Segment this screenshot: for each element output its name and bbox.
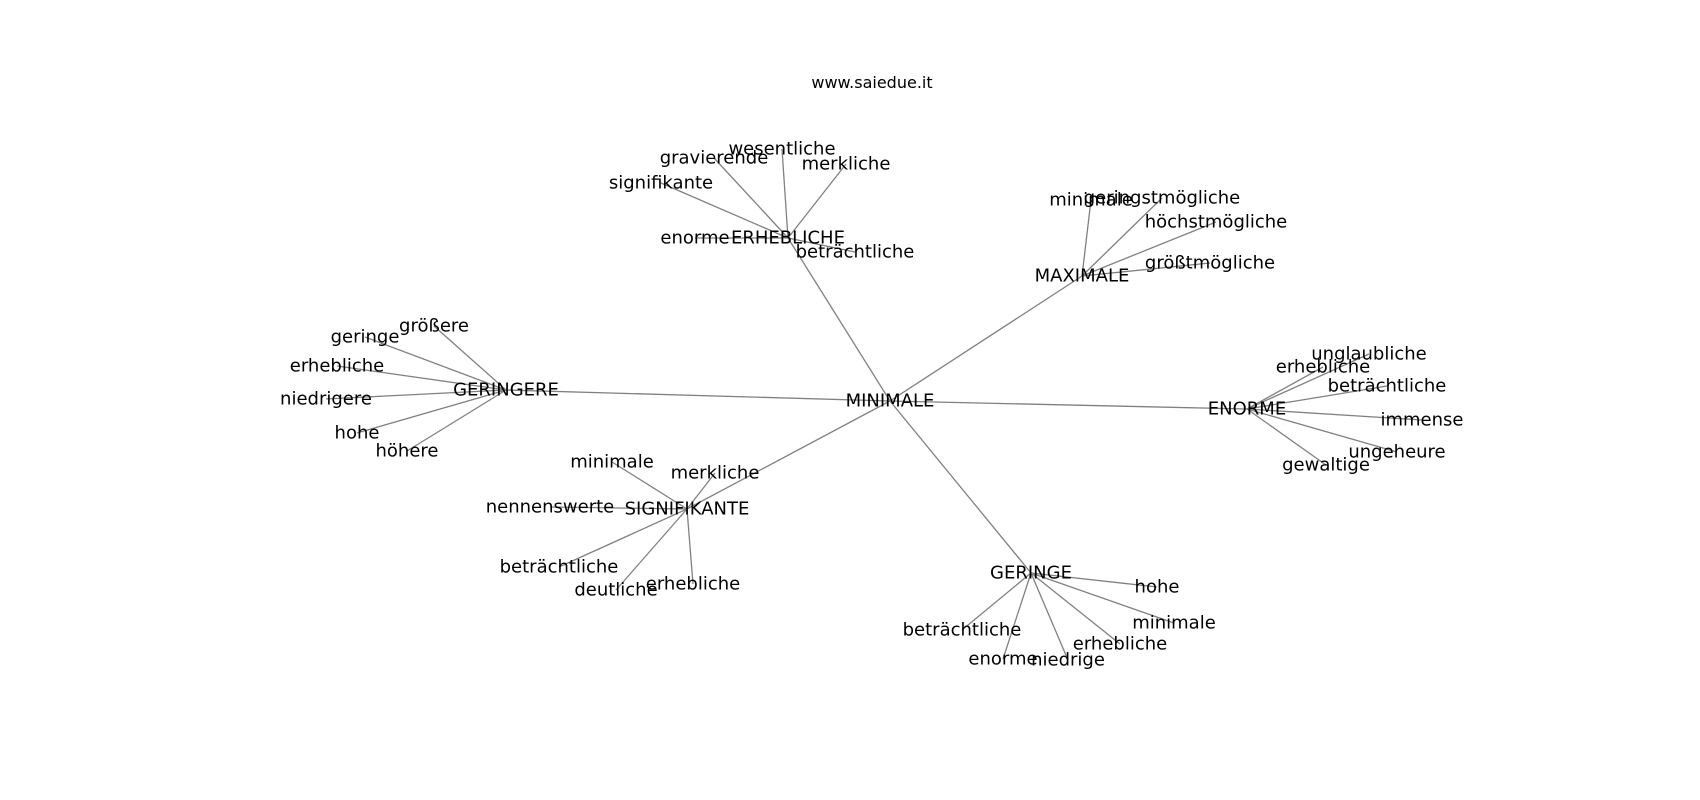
edge-hub-5-leaf-3 (1030, 572, 1069, 661)
leaf-node-label-3-3: immense (1380, 410, 1463, 431)
edge-hub-2-leaf-2 (336, 365, 507, 391)
leaf-node-label-5-0: hohe (1135, 577, 1180, 598)
hub-node-label-0: ERHEBLICHE (731, 228, 845, 249)
leaf-node-label-2-0: größere (399, 316, 469, 337)
edge-hub-3-leaf-1 (1246, 366, 1324, 410)
leaf-node-label-3-0: unglaubliche (1311, 344, 1427, 365)
edge-hub-1-leaf-0 (1081, 199, 1092, 277)
leaf-node-label-4-0: minimale (570, 452, 654, 473)
hub-node-label-5: GERINGE (990, 563, 1072, 584)
edge-hub-4-leaf-5 (686, 508, 694, 585)
leaf-node-label-5-5: beträchtliche (903, 620, 1022, 641)
leaf-node-label-1-1: geringstmögliche (1084, 188, 1241, 209)
edge-hub-0-leaf-1 (781, 148, 789, 239)
edge-hub-5-leaf-0 (1030, 572, 1158, 588)
leaf-node-label-4-2: nennenswerte (486, 497, 615, 518)
edge-hub-4-leaf-2 (549, 506, 688, 510)
watermark-text: www.saiedue.it (811, 73, 932, 92)
leaf-node-label-2-4: hohe (335, 423, 380, 444)
leaf-node-label-3-2: beträchtliche (1328, 376, 1447, 397)
leaf-node-label-0-1: wesentliche (728, 139, 835, 160)
leaf-node-label-5-2: erhebliche (1073, 634, 1167, 655)
leaf-node-label-2-3: niedrigere (280, 389, 372, 410)
edge-hub-5-leaf-4 (1002, 572, 1032, 660)
leaf-node-label-2-5: höhere (376, 441, 439, 462)
leaf-node-label-0-4: enorme (660, 228, 729, 249)
hub-node-label-4: SIGNIFIKANTE (625, 499, 750, 520)
labels-layer: MINIMALE ERHEBLICHE gravierendewesentliche… (280, 139, 1463, 671)
edge-center-hub-0 (787, 237, 891, 402)
edge-hub-0-leaf-0 (713, 157, 789, 239)
leaf-node-label-5-1: minimale (1132, 613, 1216, 634)
edge-hub-1-leaf-3 (1081, 262, 1211, 277)
edge-hub-0-leaf-3 (660, 182, 789, 239)
edge-hub-3-leaf-3 (1246, 408, 1423, 421)
leaf-node-label-4-3: beträchtliche (500, 557, 619, 578)
edge-center-hub-1 (889, 275, 1083, 402)
leaf-node-label-3-1: erhebliche (1276, 357, 1370, 378)
leaf-node-label-1-2: höchstmögliche (1145, 212, 1288, 233)
edge-hub-4-leaf-4 (615, 508, 688, 591)
leaf-node-label-0-3: signifikante (609, 173, 713, 194)
leaf-node-label-3-4: ungeheure (1348, 442, 1445, 463)
leaf-node-label-1-0: minimale (1049, 190, 1133, 211)
edge-hub-4-leaf-3 (558, 508, 688, 568)
leaf-node-label-3-5: gewaltige (1282, 455, 1370, 476)
leaf-node-label-4-5: erhebliche (646, 574, 740, 595)
edge-hub-2-leaf-4 (356, 389, 507, 434)
leaf-node-label-2-1: geringe (331, 327, 400, 348)
edge-hub-5-leaf-1 (1030, 572, 1175, 624)
edge-hub-5-leaf-2 (1030, 572, 1121, 645)
leaf-node-label-5-3: niedrige (1031, 650, 1105, 671)
edge-hub-1-leaf-1 (1081, 197, 1163, 277)
edge-hub-2-leaf-3 (325, 389, 507, 400)
edge-hub-0-leaf-5 (787, 237, 856, 253)
leaf-node-label-1-3: größtmögliche (1145, 253, 1275, 274)
edge-hub-4-leaf-0 (611, 461, 688, 510)
leaf-node-label-0-0: gravierende (660, 148, 769, 169)
leaf-node-label-4-1: merkliche (671, 463, 760, 484)
leaf-node-label-0-2: merkliche (802, 154, 891, 175)
edge-hub-0-leaf-2 (787, 163, 847, 239)
leaf-node-label-0-5: beträchtliche (796, 242, 915, 263)
edge-hub-3-leaf-5 (1246, 408, 1327, 466)
edges-layer (325, 148, 1423, 661)
leaf-node-label-2-2: erhebliche (290, 356, 384, 377)
hub-node-label-1: MAXIMALE (1035, 266, 1130, 287)
edge-center-hub-3 (889, 400, 1248, 410)
edge-hub-2-leaf-0 (433, 325, 507, 391)
center-node-label: MINIMALE (846, 391, 935, 412)
edge-center-hub-4 (686, 400, 891, 510)
edge-hub-4-leaf-1 (686, 472, 716, 510)
leaf-node-label-4-4: deutliche (574, 580, 657, 601)
edge-hub-1-leaf-2 (1081, 221, 1217, 277)
edge-hub-3-leaf-4 (1246, 408, 1398, 453)
edge-center-hub-5 (889, 400, 1032, 574)
edge-hub-2-leaf-1 (364, 336, 507, 391)
leaf-node-label-5-4: enorme (968, 649, 1037, 670)
hub-node-label-2: GERINGERE (453, 380, 559, 401)
edge-center-hub-2 (505, 389, 891, 402)
edge-hub-2-leaf-5 (406, 389, 507, 452)
edge-hub-5-leaf-5 (961, 572, 1032, 631)
edge-hub-3-leaf-2 (1246, 385, 1388, 410)
hub-node-label-3: ENORME (1208, 399, 1286, 420)
edge-hub-3-leaf-0 (1246, 353, 1370, 410)
